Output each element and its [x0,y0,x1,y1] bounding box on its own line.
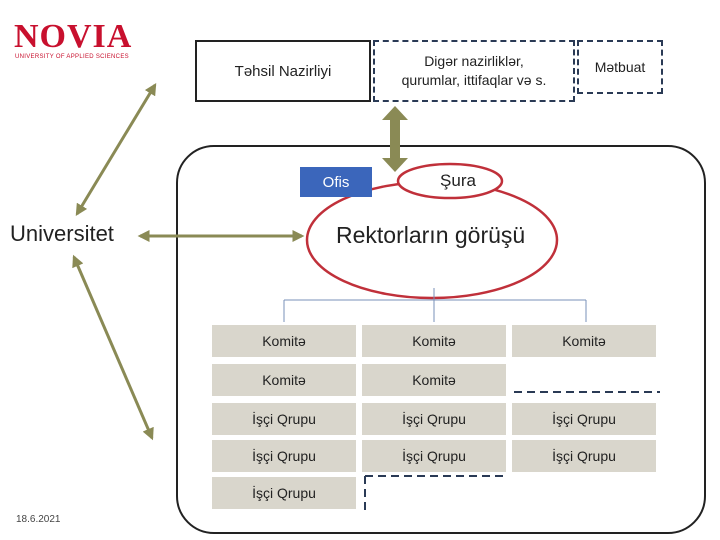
isci-qrupu-cell: İşçi Qrupu [512,403,656,435]
slide-date: 18.6.2021 [16,514,61,525]
isci-qrupu-cell: İşçi Qrupu [512,440,656,472]
isci-qrupu-cell: İşçi Qrupu [212,477,356,509]
arrow-univ-tehsil [75,82,157,217]
komite-cell: Komitə [512,325,656,357]
node-diger-nazirlikler: Digər nazirliklər, qurumlar, ittifaqlar … [373,40,575,102]
arrow-shura-diger [382,106,408,172]
node-shura-label: Şura [440,171,476,190]
node-tehsil-label: Təhsil Nazirliyi [234,62,332,80]
isci-qrupu-cell: İşçi Qrupu [362,403,506,435]
arrow-univ-down [72,254,154,441]
komite-cell: Komitə [212,325,356,357]
isci-qrupu-cell: İşçi Qrupu [212,403,356,435]
node-diger-label-line1: Digər nazirliklər, [424,53,524,69]
node-rektorlar-label: Rektorların görüşü [336,222,526,248]
komite-cell: Komitə [362,364,506,396]
shura-oval [396,162,504,200]
node-ofis: Ofis [300,167,372,197]
node-metbuat: Mətbuat [577,40,663,94]
komite-cell: Komitə [362,325,506,357]
komite-cell: Komitə [212,364,356,396]
logo-wordmark: NOVIA [14,18,133,55]
node-metbuat-label: Mətbuat [594,59,646,75]
connector-tree [283,288,587,322]
isci-qrupu-cell: İşçi Qrupu [362,440,506,472]
node-ofis-label: Ofis [322,173,350,191]
isci-qrupu-cell: İşçi Qrupu [212,440,356,472]
node-tehsil-nazirliyi: Təhsil Nazirliyi [195,40,371,102]
node-diger-label-line2: qurumlar, ittifaqlar və s. [401,72,547,88]
node-universitet-label: Universitet [10,221,114,246]
logo-tagline: UNIVERSITY OF APPLIED SCIENCES [15,54,129,60]
